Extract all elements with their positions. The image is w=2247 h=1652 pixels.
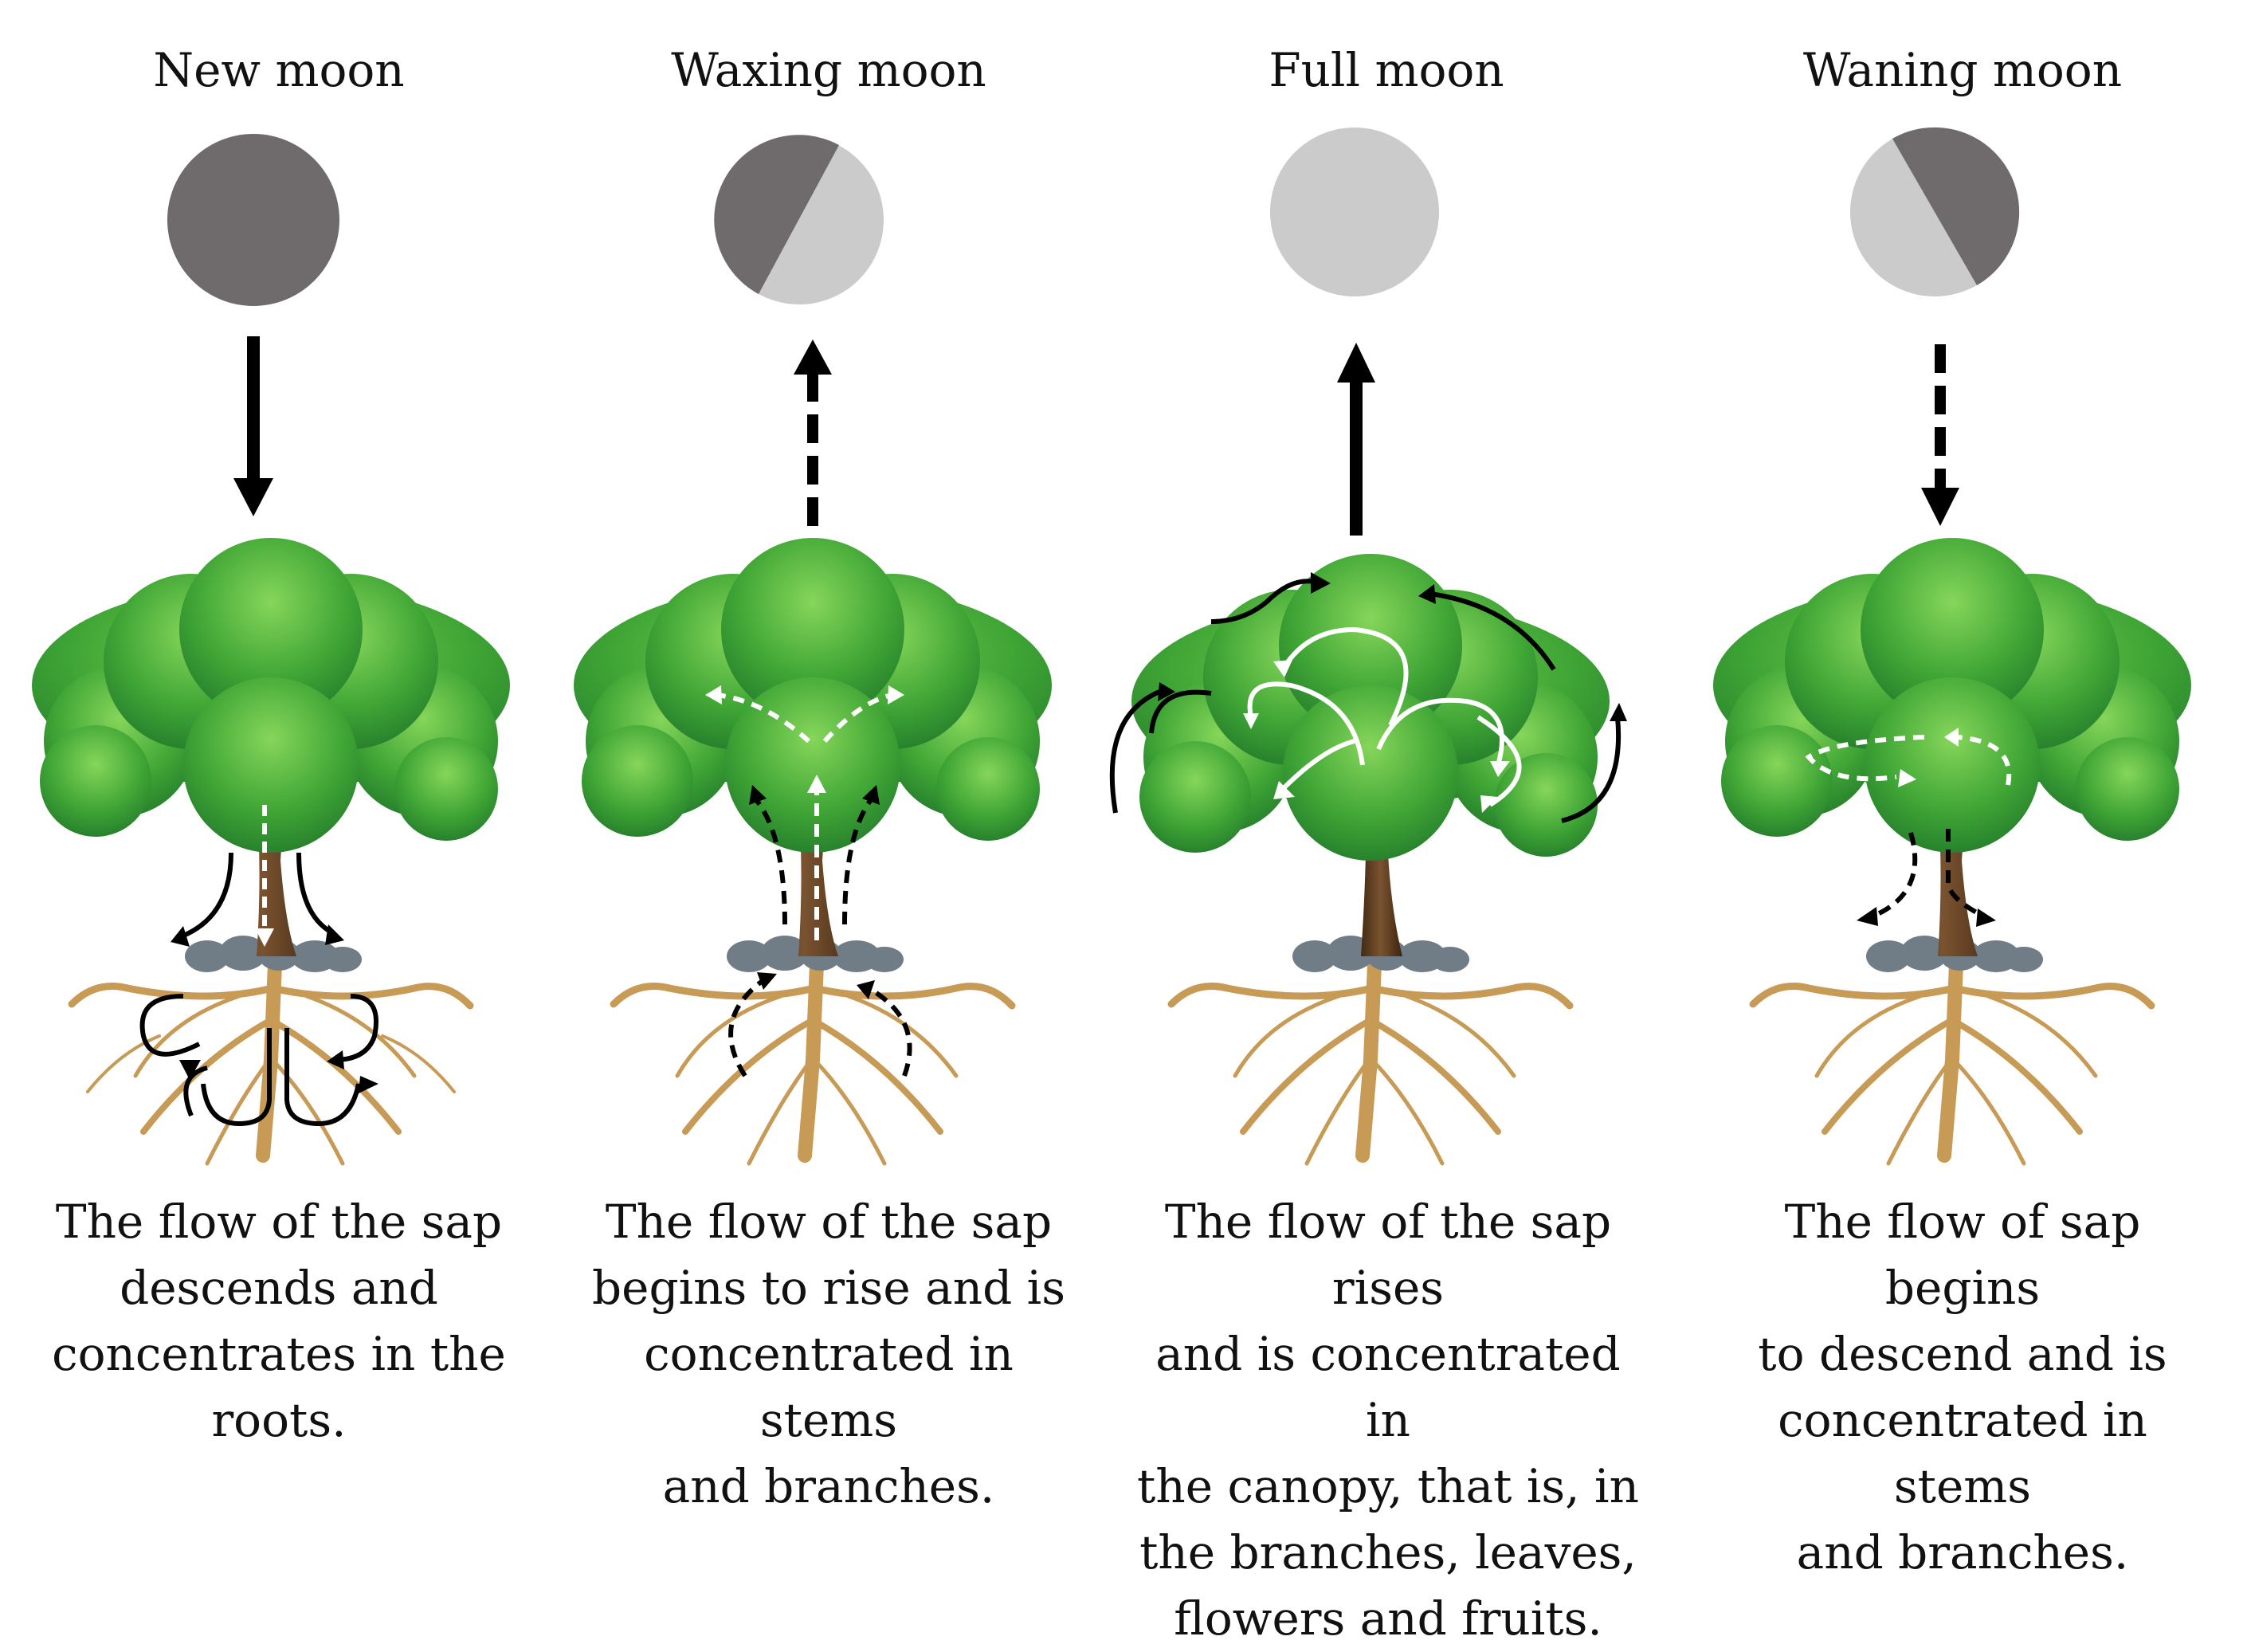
solid-down-arrow-icon <box>233 336 273 516</box>
canopy <box>1131 554 1610 861</box>
caption-new-moon: The flow of the sap descends and concent… <box>24 1189 534 1454</box>
canopy <box>574 538 1052 853</box>
tree-waxing-moon <box>574 538 1052 1163</box>
roots <box>1171 964 1570 1163</box>
solid-up-arrow-icon <box>1337 343 1375 536</box>
phase-title-waning-moon: Waning moon <box>1684 38 2241 102</box>
canopy <box>32 538 510 853</box>
phase-column-full-moon <box>1112 128 1627 1163</box>
tree-new-moon <box>32 538 510 1163</box>
waning-moon-icon <box>1850 128 2019 296</box>
canopy <box>1713 538 2191 853</box>
waxing-moon-icon <box>714 135 884 304</box>
caption-waning-moon: The flow of sap begins to descend and is… <box>1708 1189 2218 1586</box>
phase-title-full-moon: Full moon <box>1108 38 1665 102</box>
new-moon-icon <box>167 134 339 306</box>
full-moon-icon <box>1270 128 1439 296</box>
caption-full-moon: The flow of the sap rises and is concent… <box>1133 1189 1643 1652</box>
tree-full-moon <box>1112 554 1627 1163</box>
tree-waning-moon <box>1713 538 2191 1163</box>
caption-waxing-moon: The flow of the sap begins to rise and i… <box>574 1189 1084 1520</box>
phase-column-new-moon <box>32 134 510 1163</box>
phase-column-waxing-moon <box>574 135 1052 1163</box>
roots <box>1753 964 2151 1163</box>
roots <box>614 964 1012 1163</box>
dashed-down-arrow-icon <box>1921 344 1959 526</box>
phase-title-new-moon: New moon <box>0 38 558 102</box>
phase-title-waxing-moon: Waxing moon <box>550 38 1108 102</box>
phase-column-waning-moon <box>1713 128 2191 1163</box>
dashed-up-arrow-icon <box>794 339 832 526</box>
